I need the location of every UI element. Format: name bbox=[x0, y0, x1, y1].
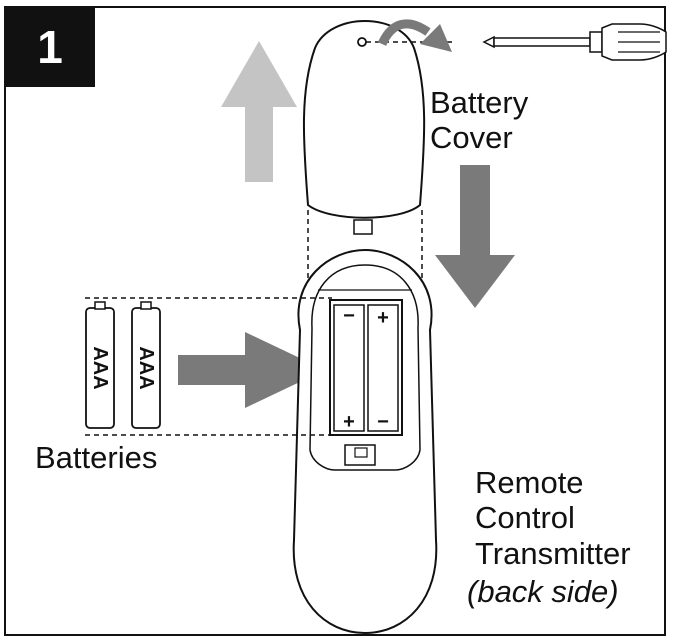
remote-label-line4: (back side) bbox=[467, 574, 619, 609]
replace-cover-arrow bbox=[435, 165, 515, 308]
battery-label-left: AAA bbox=[89, 346, 111, 389]
polarity-plus-bottom-left: + bbox=[343, 411, 355, 433]
battery-cover bbox=[302, 20, 426, 235]
remote-label-line2: Control bbox=[475, 500, 575, 535]
remove-cover-arrow bbox=[221, 41, 297, 182]
polarity-plus-top-right: + bbox=[377, 307, 389, 329]
battery-cover-label-line1: Battery bbox=[430, 85, 529, 120]
battery-cover-label-line2: Cover bbox=[430, 120, 513, 155]
battery-right bbox=[131, 301, 161, 429]
remote-label-line3: Transmitter bbox=[475, 536, 631, 571]
batteries-label: Batteries bbox=[35, 440, 158, 475]
battery-left bbox=[85, 301, 115, 429]
insert-batteries-arrow bbox=[178, 332, 325, 408]
polarity-minus-bottom-right: − bbox=[377, 411, 389, 433]
screwdriver-icon bbox=[482, 23, 667, 61]
polarity-minus-top-left: − bbox=[343, 305, 355, 327]
battery-label-right: AAA bbox=[135, 346, 157, 389]
remote-label-line1: Remote bbox=[475, 465, 584, 500]
remote-control-body bbox=[292, 248, 438, 635]
step-number-badge: 1 bbox=[5, 7, 95, 87]
curved-arrow-icon bbox=[377, 19, 452, 52]
